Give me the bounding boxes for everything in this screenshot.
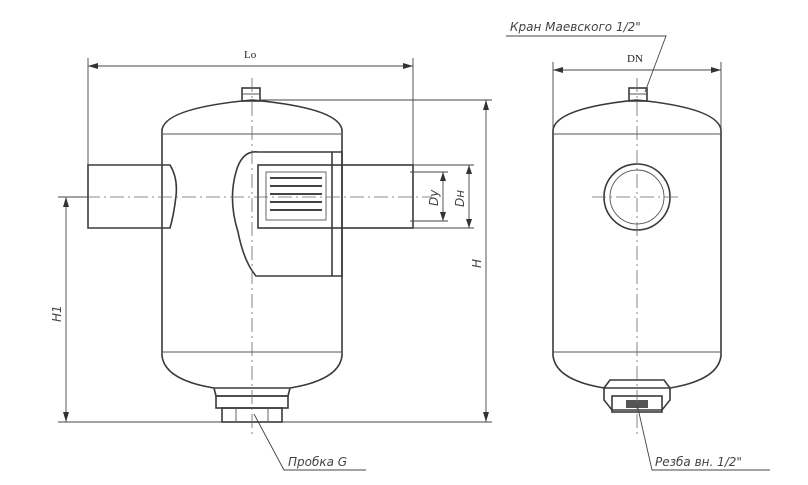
plug-leader bbox=[253, 413, 366, 471]
valve-label: Кран Маевского 1/2" bbox=[510, 20, 641, 34]
pipe-opening-outer bbox=[603, 163, 671, 231]
h-label: H bbox=[470, 259, 484, 268]
plug-label: Пробка G bbox=[288, 455, 347, 469]
top-nozzle-front bbox=[241, 87, 261, 102]
perforated-element bbox=[265, 171, 327, 221]
dn-label: DN bbox=[627, 53, 643, 65]
inlet-pipe bbox=[87, 164, 178, 229]
dn-outer-label: Dн bbox=[453, 190, 467, 207]
drain-fitting-side bbox=[603, 379, 671, 411]
vessel-body-front bbox=[161, 99, 343, 389]
h1-label: H1 bbox=[50, 305, 64, 322]
dy-label: Dy bbox=[427, 189, 441, 206]
vessel-body-side bbox=[552, 99, 722, 389]
outlet-pipe bbox=[257, 164, 414, 229]
thread-label: Резба вн. 1/2" bbox=[655, 455, 742, 469]
valve-leader bbox=[506, 35, 667, 93]
front-view: Lo Dy Dн H H1 Пробка G bbox=[50, 49, 492, 471]
lo-label: Lo bbox=[244, 49, 257, 61]
side-view: DN Кран Маевского 1/2" Резба вн. 1/2" bbox=[506, 20, 770, 471]
top-nozzle-side bbox=[628, 87, 648, 102]
thread-leader bbox=[636, 403, 770, 471]
